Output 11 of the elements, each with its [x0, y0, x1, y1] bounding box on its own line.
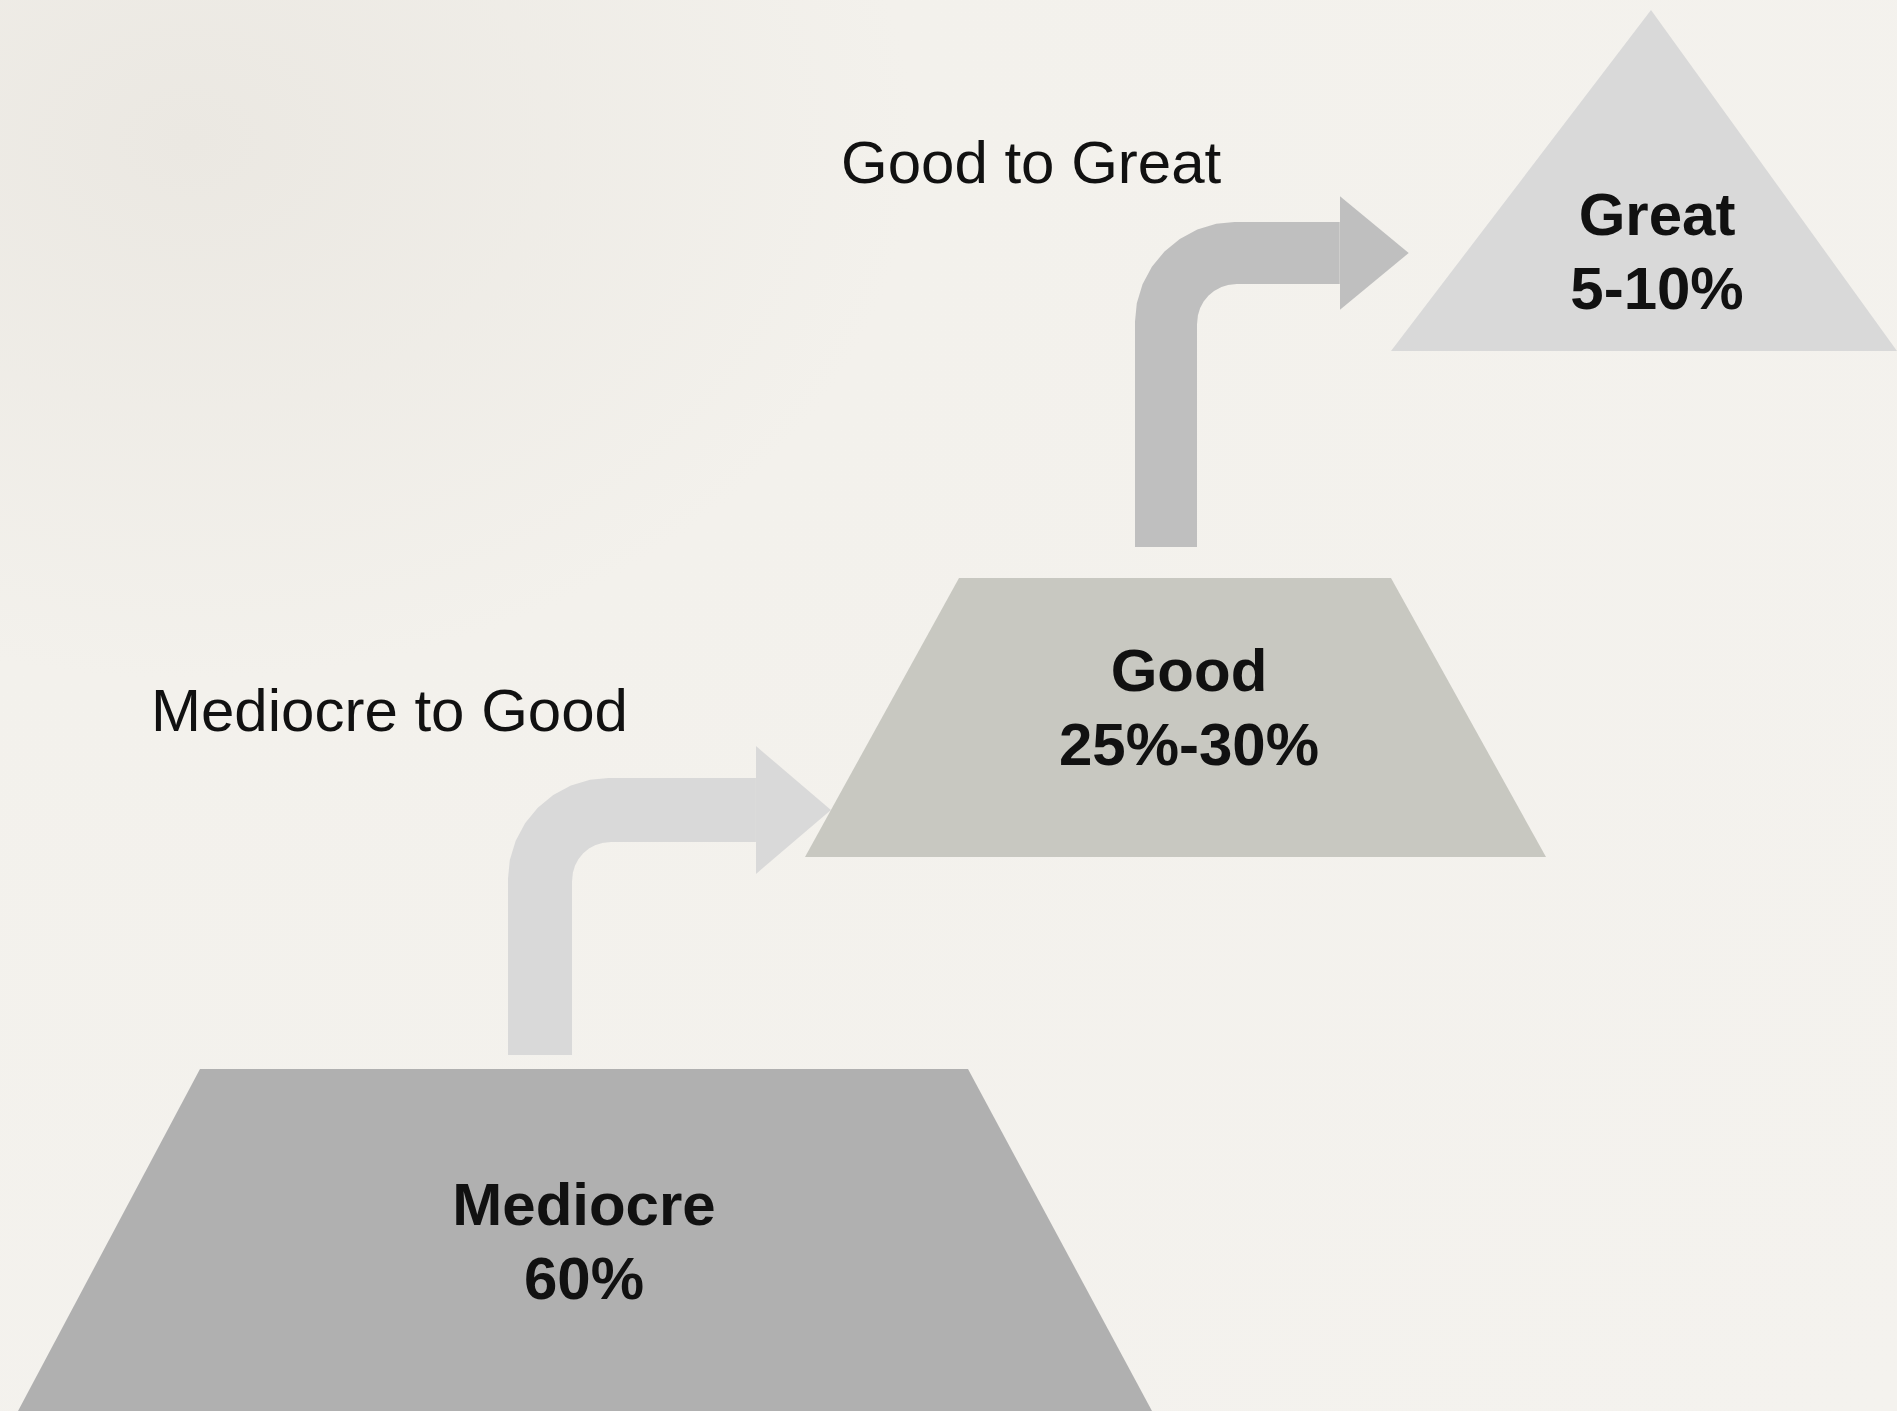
edge-label: Mediocre to Good — [151, 676, 628, 746]
edge-label: Good to Great — [841, 128, 1222, 198]
percentage-value: 25%-30% — [1058, 710, 1320, 780]
percentage-value: 5-10% — [1570, 254, 1744, 324]
trapezoid-shape — [18, 1069, 1152, 1411]
trapezoid-shape — [805, 578, 1546, 857]
level-title: Great — [1577, 180, 1737, 250]
level-title: Mediocre — [452, 1170, 716, 1240]
percentage-value: 60% — [522, 1244, 646, 1314]
level-title: Good — [1109, 636, 1269, 706]
triangle-shape — [1391, 10, 1897, 351]
